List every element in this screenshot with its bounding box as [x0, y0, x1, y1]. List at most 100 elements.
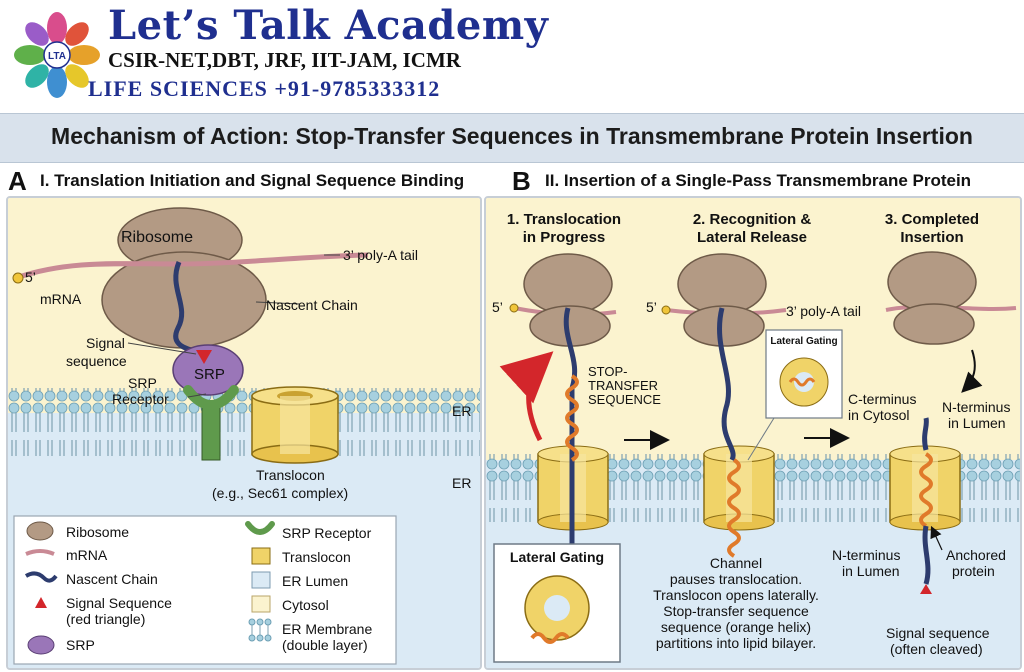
label-er-a1: ER [452, 403, 471, 419]
caption-line: partitions into lipid bilayer. [656, 635, 816, 651]
step-1-title: 1. Translocation [507, 211, 621, 228]
logo-text: LTA [48, 51, 66, 62]
ribosome-a [101, 207, 267, 349]
caption-b: Channel pauses translocation. Translocon… [653, 555, 819, 651]
label-nterm-lumen-1: N-terminus [942, 399, 1010, 415]
legend-chain-icon [24, 571, 58, 583]
ribosome-b2 [677, 253, 767, 347]
label-signal-2: sequence [66, 353, 127, 369]
signal-sequence-b [920, 584, 932, 594]
subject-phone: LIFE SCIENCES +91-9785333312 [88, 76, 441, 101]
label-srp: SRP [194, 366, 225, 383]
brand-name: Let’s Talk Academy [108, 2, 549, 49]
legend-label: ER Membrane [282, 621, 372, 637]
anchored-arrow [930, 525, 943, 551]
label-nascent-a: Nascent Chain [266, 297, 358, 313]
legend-label: Cytosol [282, 597, 329, 613]
legend-membrane-icon [248, 618, 272, 642]
legend-translocon-icon [251, 547, 271, 565]
legend-label: (double layer) [282, 637, 368, 653]
legend-receptor-icon [245, 521, 275, 535]
label-signal-b-2: (often cleaved) [890, 641, 983, 657]
label-anchored-2: protein [952, 563, 995, 579]
legend-label: ER Lumen [282, 573, 348, 589]
label-nterm-b-1: N-terminus [832, 547, 900, 563]
label-cterm-2: in Cytosol [848, 407, 909, 423]
mrna-5prime-b1 [509, 303, 519, 313]
lateral-gating-inset-large: Lateral Gating [493, 543, 621, 663]
label-polya-a: 3’ poly-A tail [343, 247, 418, 263]
label-signal-b-1: Signal sequence [886, 625, 990, 641]
label-mrna-a: mRNA [40, 291, 82, 307]
translocon-b3 [889, 445, 961, 531]
caption-line: Stop-transfer sequence [663, 603, 809, 619]
caption-line: Translocon opens laterally. [653, 587, 819, 603]
c-terminus-chain [922, 417, 929, 451]
ribosome-b3 [887, 251, 977, 345]
label-srpr-2: Receptor [112, 391, 169, 407]
lateral-gating-inset-small: Lateral Gating [747, 329, 843, 461]
label-5prime-b1: 5’ [492, 299, 503, 315]
academy-logo: LTA [14, 12, 100, 98]
panel-b-letter: B [512, 166, 531, 196]
label-anchored-1: Anchored [946, 547, 1006, 563]
legend-label: SRP [66, 637, 95, 653]
step-2-title: 2. Recognition & [693, 211, 812, 228]
legend-mrna-icon [25, 549, 55, 556]
title-bar: Mechanism of Action: Stop-Transfer Seque… [0, 113, 1024, 163]
exam-list: CSIR-NET,DBT, JRF, IIT-JAM, ICMR [108, 48, 461, 72]
label-translocon-2: (e.g., Sec61 complex) [212, 485, 348, 501]
legend-label: (red triangle) [66, 611, 145, 627]
legend-label: Nascent Chain [66, 571, 158, 587]
srp-a [172, 344, 244, 396]
legend-label: Translocon [282, 549, 351, 565]
logo-flower-icon [14, 12, 100, 98]
translocon-a [251, 386, 339, 464]
step-3-title: 3. Completed [885, 211, 979, 228]
label-stop-3: SEQUENCE [588, 392, 661, 407]
n-terminus-chain [922, 525, 931, 585]
label-nterm-b-2: in Lumen [842, 563, 900, 579]
label-5prime-b2: 5’ [646, 299, 657, 315]
legend-a: Ribosome mRNA Nascent Chain Signal Seque… [13, 515, 397, 665]
label-signal-1: Signal [86, 335, 125, 351]
translocation-arrow [499, 351, 554, 442]
caption-line: Channel [710, 555, 762, 571]
anchored-helix-b3 [919, 452, 933, 528]
panel-a-letter: A [8, 166, 27, 196]
step-2-subtitle: Lateral Release [697, 229, 807, 246]
label-5prime-a: 5’ [25, 269, 36, 285]
panel-a: Ribosome 3’ poly-A tail 5’ mRNA Nascent … [6, 196, 482, 670]
step-3-subtitle: Insertion [900, 229, 963, 246]
label-lateral-big: Lateral Gating [510, 549, 604, 565]
legend-cytosol-icon [251, 595, 271, 613]
caption-line: pauses translocation. [670, 571, 802, 587]
legend-lumen-icon [251, 571, 271, 589]
panel-b: 1. Translocation in Progress 2. Recognit… [484, 196, 1022, 670]
nascent-chain-b2 [717, 307, 736, 462]
label-srpr-1: SRP [128, 375, 157, 391]
label-translocon-1: Translocon [256, 467, 325, 483]
stop-transfer-helix-b1 [565, 374, 579, 462]
label-cterm-1: C-terminus [848, 391, 916, 407]
er-membrane-a [8, 388, 480, 456]
label-lateral-small: Lateral Gating [770, 336, 837, 347]
header: LTA Let’s Talk Academy CSIR-NET,DBT, JRF… [0, 0, 1024, 112]
label-stop-1: STOP- [588, 364, 628, 379]
stop-transfer-helix-b2 [727, 458, 741, 558]
panel-b-heading: II. Insertion of a Single-Pass Transmemb… [545, 171, 972, 190]
label-ribosome: Ribosome [121, 229, 193, 246]
srp-receptor-a [183, 385, 239, 461]
page-title: Mechanism of Action: Stop-Transfer Seque… [51, 123, 973, 149]
legend-label: Ribosome [66, 524, 129, 540]
legend-label: Signal Sequence [66, 595, 172, 611]
signal-sequence-a [196, 350, 212, 364]
mrna-5prime-cap [12, 272, 24, 284]
label-stop-2: TRANSFER [588, 378, 658, 393]
legend-label: mRNA [66, 547, 108, 563]
label-polya-b: 3’ poly-A tail [786, 303, 861, 319]
mrna-5prime-b2 [661, 305, 671, 315]
legend-label: SRP Receptor [282, 525, 372, 541]
label-er-a2: ER [452, 475, 471, 491]
caption-line: sequence (orange helix) [661, 619, 811, 635]
